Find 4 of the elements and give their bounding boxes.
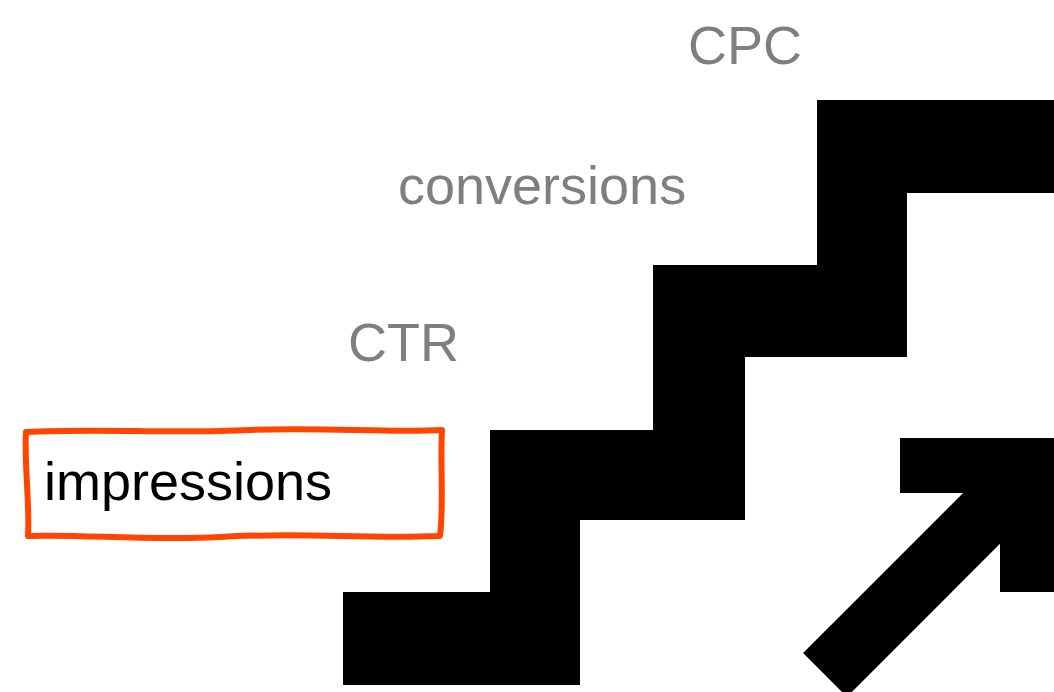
metric-label: conversions [398, 158, 687, 212]
metric-label: CPC [688, 18, 802, 72]
highlight-box [20, 424, 448, 542]
metric-label: CTR [348, 315, 459, 369]
